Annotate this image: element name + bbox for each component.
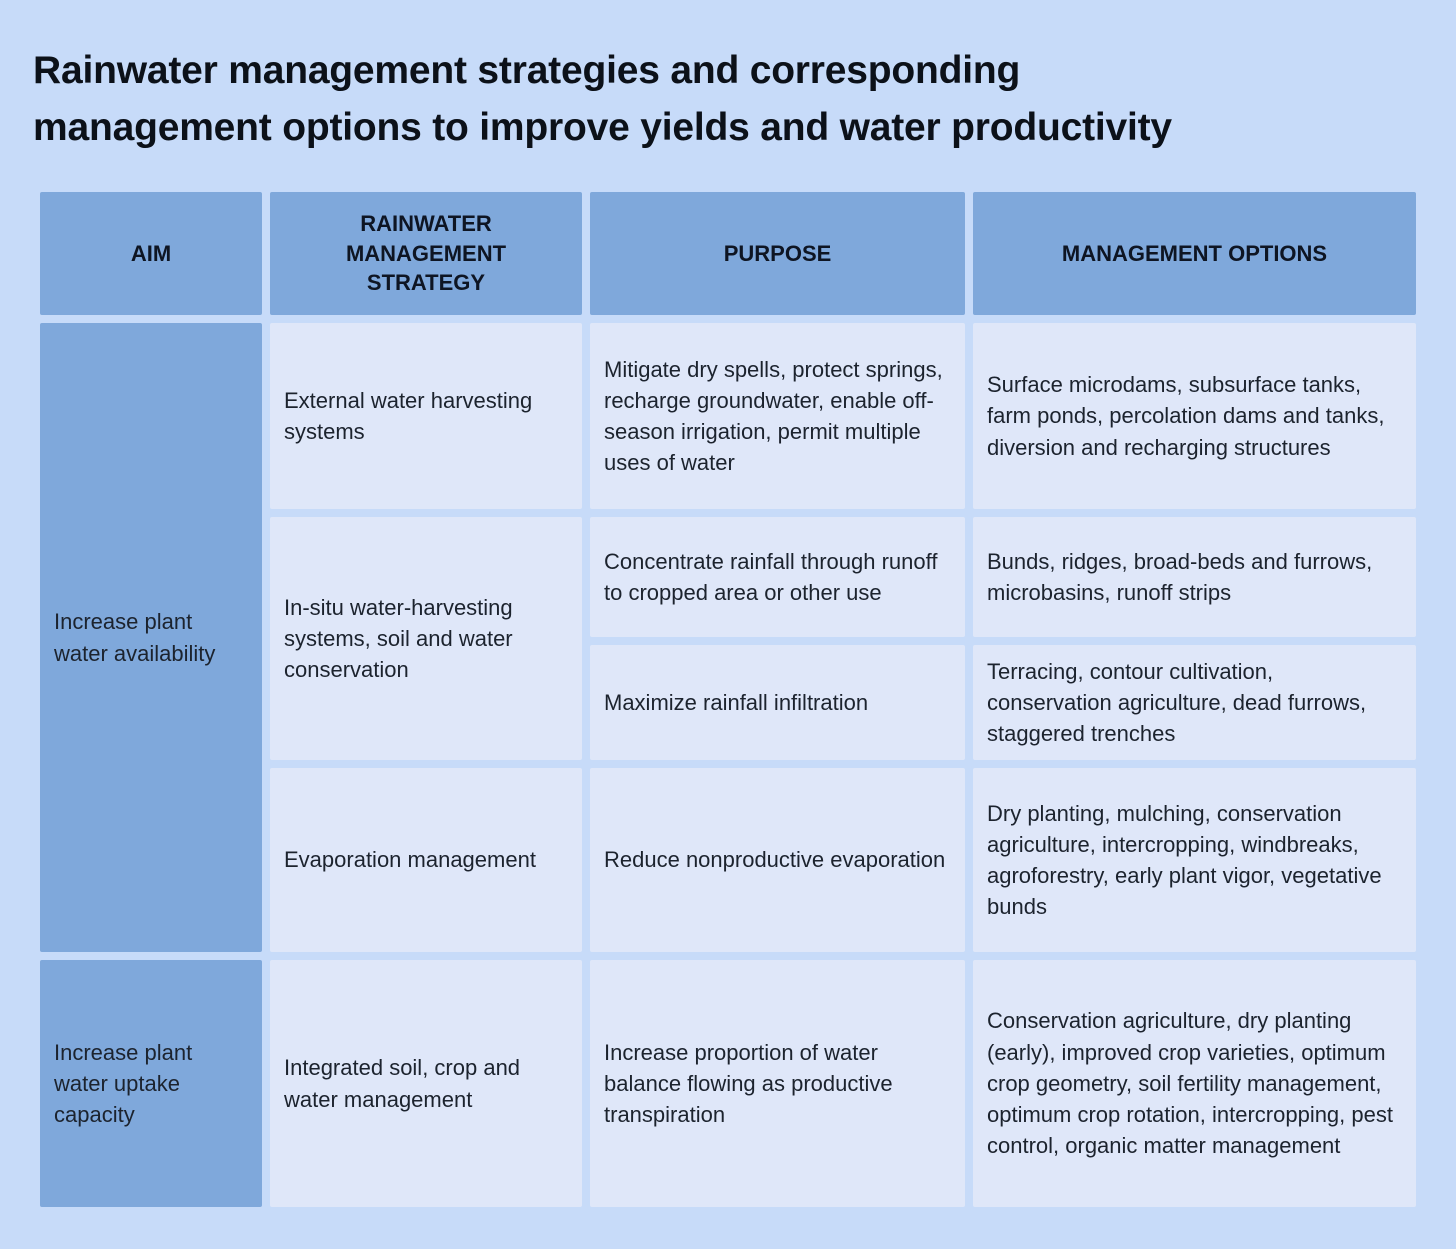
- cell-strategy-evaporation-management: Evaporation management: [270, 768, 582, 952]
- cell-strategy-integrated-management: Integrated soil, crop and water manageme…: [270, 960, 582, 1207]
- cell-aim-water-availability: Increase plant water availability: [40, 323, 262, 952]
- cell-options-uptake-capacity: Conservation agriculture, dry planting (…: [973, 960, 1416, 1207]
- cell-strategy-external-harvesting: External water harvesting systems: [270, 323, 582, 509]
- cell-purpose-concentrate-rainfall: Concentrate rainfall through runoff to c…: [590, 517, 965, 637]
- cell-strategy-insitu-harvesting: In-situ water-harvesting systems, soil a…: [270, 517, 582, 760]
- header-cell-purpose: PURPOSE: [590, 192, 965, 315]
- header-cell-aim: AIM: [40, 192, 262, 315]
- cell-options-runoff-concentration: Bunds, ridges, broad-beds and furrows, m…: [973, 517, 1416, 637]
- cell-aim-water-uptake: Increase plant water uptake capacity: [40, 960, 262, 1207]
- rainwater-table: AIM RAINWATER MANAGEMENT STRATEGY PURPOS…: [40, 192, 1416, 1207]
- cell-purpose-reduce-evaporation: Reduce nonproductive evaporation: [590, 768, 965, 952]
- header-cell-strategy: RAINWATER MANAGEMENT STRATEGY: [270, 192, 582, 315]
- cell-purpose-maximize-infiltration: Maximize rainfall infiltration: [590, 645, 965, 760]
- cell-options-infiltration: Terracing, contour cultivation, conserva…: [973, 645, 1416, 760]
- header-cell-options: MANAGEMENT OPTIONS: [973, 192, 1416, 315]
- page-title: Rainwater management strategies and corr…: [33, 49, 1172, 150]
- cell-options-storage-structures: Surface microdams, subsurface tanks, far…: [973, 323, 1416, 509]
- cell-purpose-productive-transpiration: Increase proportion of water balance flo…: [590, 960, 965, 1207]
- cell-purpose-mitigate-dry-spells: Mitigate dry spells, protect springs, re…: [590, 323, 965, 509]
- cell-options-evaporation-reduction: Dry planting, mulching, conservation agr…: [973, 768, 1416, 952]
